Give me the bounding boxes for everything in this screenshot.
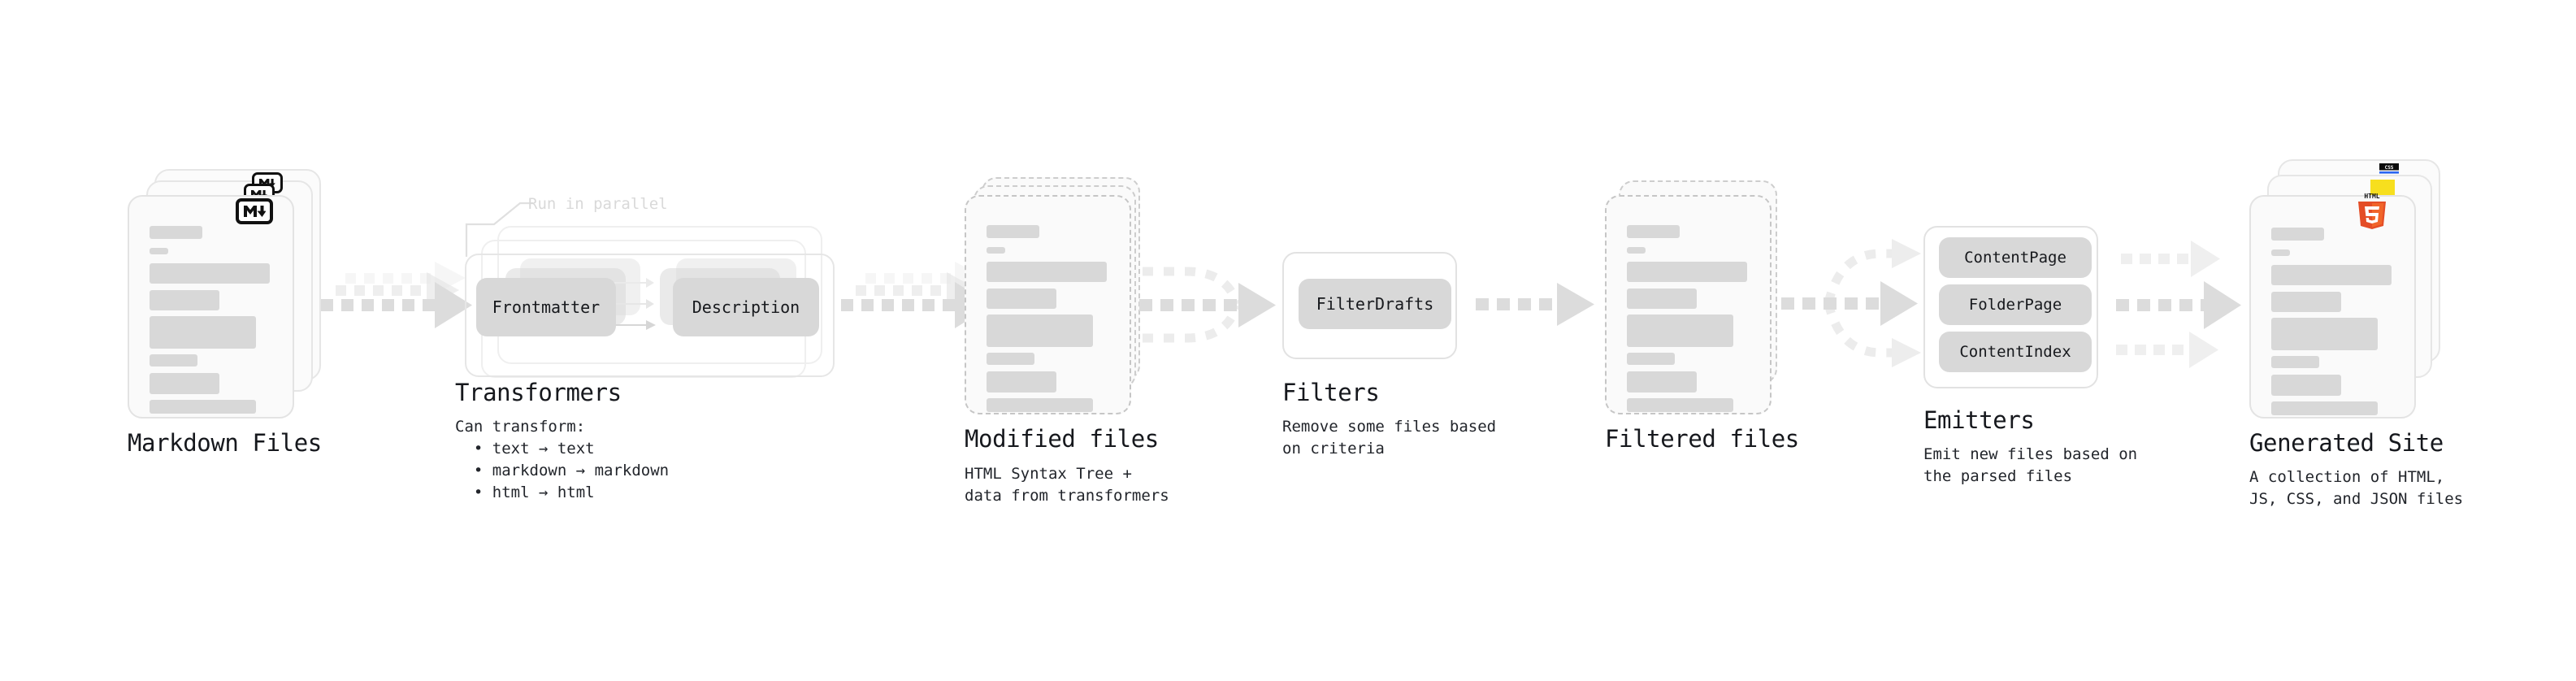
skeleton-line (1627, 247, 1646, 254)
run-in-parallel-bracket (465, 202, 533, 257)
skeleton-line (2271, 356, 2319, 368)
skeleton-line (987, 247, 1005, 254)
stage-title: Filters (1282, 379, 1380, 406)
emitter-chip-contentpage[interactable]: ContentPage (1939, 237, 2092, 278)
skeleton-line (150, 316, 256, 349)
stage-subtitle: HTML Syntax Tree + data from transformer… (965, 465, 1169, 505)
stage-subtitle: Emit new files based on the parsed files (1923, 445, 2138, 485)
filter-chip-filterdrafts[interactable]: FilterDrafts (1299, 279, 1451, 329)
skeleton-line (987, 288, 1056, 309)
stage-title: Generated Site (2249, 429, 2444, 457)
transformer-chip-description[interactable]: Description (673, 278, 819, 336)
modified-card-front (965, 195, 1131, 414)
run-in-parallel-label: Run in parallel (528, 195, 668, 213)
skeleton-line (150, 354, 197, 367)
transformer-panel-front (465, 254, 835, 377)
stage-title: Modified files (965, 425, 1159, 453)
skeleton-line (150, 373, 219, 394)
skeleton-line (1627, 225, 1680, 238)
skeleton-line (150, 400, 256, 414)
stage-title: Transformers (455, 379, 622, 406)
skeleton-line (1627, 398, 1733, 412)
css3-icon: CSS (2379, 163, 2400, 174)
emitter-chip-folderpage[interactable]: FolderPage (1939, 284, 2092, 325)
skeleton-line (987, 353, 1034, 365)
skeleton-line (987, 262, 1107, 282)
html5-icon: HTML (2354, 191, 2390, 230)
skeleton-line (2271, 265, 2392, 285)
skeleton-line (2271, 228, 2324, 241)
skeleton-line (987, 225, 1039, 238)
arrow-markdown-to-transformers (321, 262, 472, 328)
skeleton-line (150, 248, 168, 254)
skeleton-line (150, 263, 270, 284)
skeleton-line (1627, 371, 1697, 393)
js-icon (2370, 180, 2395, 196)
arrow-filters-to-filtered (1476, 283, 1594, 326)
stage-subtitle: Remove some files based on criteria (1282, 418, 1497, 458)
skeleton-line (2271, 249, 2290, 256)
skeleton-line (2271, 292, 2341, 312)
arrow-modified-to-filters (1139, 267, 1276, 343)
arrow-emitters-to-site (2116, 241, 2241, 368)
skeleton-line (150, 226, 202, 239)
stage-subtitle: Can transform: • text → text • markdown … (455, 418, 670, 501)
skeleton-line (1627, 288, 1697, 309)
stage-title: Filtered files (1605, 425, 1799, 453)
svg-text:CSS: CSS (2385, 165, 2394, 171)
stage-title: Markdown Files (128, 429, 322, 457)
skeleton-line (987, 371, 1056, 393)
skeleton-line (1627, 262, 1747, 282)
transformer-inner-arrows (614, 278, 656, 330)
markdown-card-front (128, 195, 294, 419)
emitter-chip-contentindex[interactable]: ContentIndex (1939, 332, 2092, 372)
skeleton-line (150, 290, 219, 310)
skeleton-line (1627, 314, 1733, 347)
stage-title: Emitters (1923, 406, 2035, 434)
skeleton-line (1627, 353, 1675, 365)
skeleton-line (2271, 318, 2378, 350)
arrow-filtered-to-emitters (1781, 239, 1921, 367)
svg-text:HTML: HTML (2364, 193, 2379, 200)
markdown-icon (236, 198, 273, 224)
skeleton-line (987, 398, 1093, 412)
stage-subtitle: A collection of HTML, JS, CSS, and JSON … (2249, 468, 2464, 508)
filtered-card-front (1605, 195, 1772, 414)
transformer-chip-frontmatter[interactable]: Frontmatter (476, 278, 616, 336)
skeleton-line (2271, 401, 2378, 415)
skeleton-line (987, 314, 1093, 347)
skeleton-line (2271, 375, 2341, 396)
site-card-front (2249, 195, 2416, 419)
